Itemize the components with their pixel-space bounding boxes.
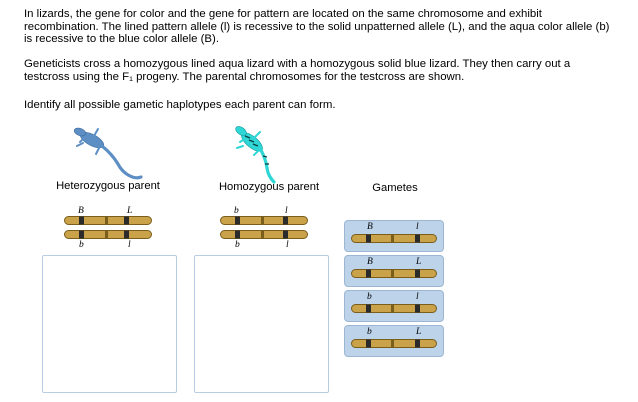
allele-label: l bbox=[416, 222, 419, 232]
chromosome-bottom bbox=[64, 230, 152, 239]
chromosome-bottom bbox=[220, 230, 308, 239]
homozygous-gametes-dropzone[interactable] bbox=[194, 255, 329, 393]
blue-lizard-icon bbox=[73, 127, 143, 180]
gametes-label: Gametes bbox=[372, 182, 418, 194]
allele-label: b bbox=[367, 327, 372, 337]
chromosome-top bbox=[64, 216, 152, 225]
heterozygous-parent-label: Heterozygous parent bbox=[56, 180, 160, 192]
gamete-tile-bL[interactable]: b L bbox=[344, 325, 444, 357]
question-instruction: Identify all possible gametic haplotypes… bbox=[24, 99, 336, 111]
allele-label: L bbox=[416, 257, 422, 267]
allele-label: L bbox=[127, 206, 133, 216]
allele-label: l bbox=[285, 206, 288, 216]
allele-label: b bbox=[235, 240, 240, 250]
heterozygous-gametes-dropzone[interactable] bbox=[42, 255, 177, 393]
gamete-chromosome bbox=[351, 234, 437, 243]
allele-label: l bbox=[286, 240, 289, 250]
allele-label: l bbox=[128, 240, 131, 250]
question-paragraph-1: In lizards, the gene for color and the g… bbox=[24, 8, 610, 45]
allele-label: b bbox=[367, 292, 372, 302]
gamete-tile-BL[interactable]: B L bbox=[344, 255, 444, 287]
allele-label: B bbox=[78, 206, 84, 216]
gamete-chromosome bbox=[351, 304, 437, 313]
aqua-lizard-icon bbox=[235, 126, 276, 184]
gamete-chromosome bbox=[351, 269, 437, 278]
homozygous-parent-label: Homozygous parent bbox=[218, 181, 320, 193]
gamete-chromosome bbox=[351, 339, 437, 348]
allele-label: l bbox=[416, 292, 419, 302]
allele-label: B bbox=[367, 222, 373, 232]
allele-label: B bbox=[367, 257, 373, 267]
question-paragraph-2: Geneticists cross a homozygous lined aqu… bbox=[24, 58, 571, 83]
chromosome-top bbox=[220, 216, 308, 225]
allele-label: b bbox=[79, 240, 84, 250]
gamete-tile-Bl[interactable]: B l bbox=[344, 220, 444, 252]
allele-label: L bbox=[416, 327, 422, 337]
allele-label: b bbox=[234, 206, 239, 216]
gamete-tile-bl[interactable]: b l bbox=[344, 290, 444, 322]
